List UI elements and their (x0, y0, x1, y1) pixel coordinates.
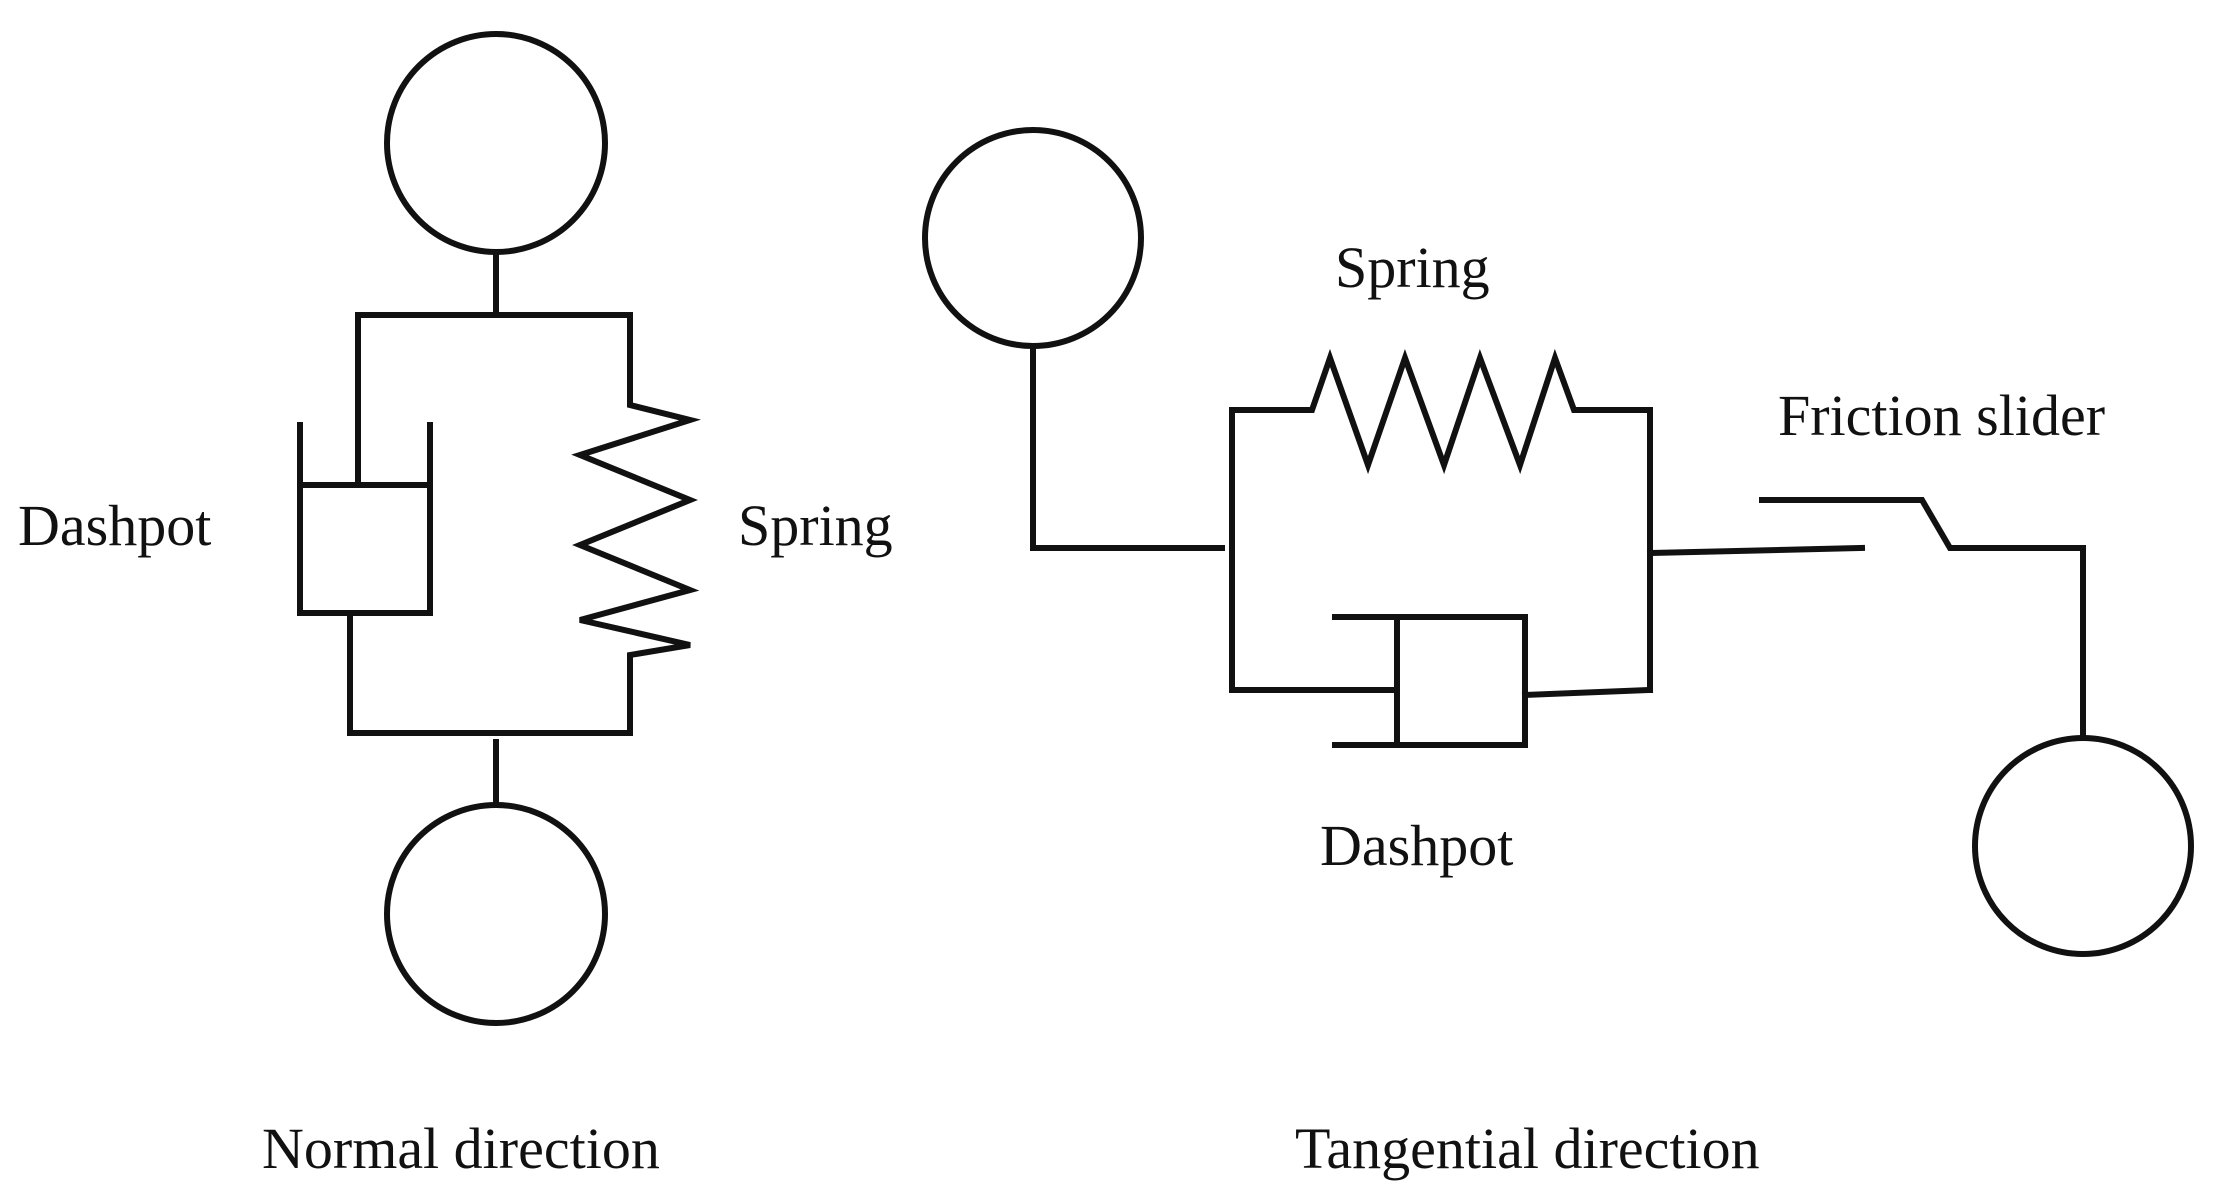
normal-spring (571, 312, 701, 736)
normal-direction-model: Dashpot Spring Normal direction (18, 31, 893, 1181)
tangential-dashpot-label: Dashpot (1320, 813, 1513, 878)
tangential-spring (1229, 348, 1653, 475)
tangential-direction-model: Spring Friction slider Dashpot Tangentia… (922, 127, 2194, 1181)
tangential-dashpot (1229, 614, 1654, 748)
normal-dashpot-label: Dashpot (18, 493, 211, 558)
right-particle (1972, 735, 2194, 957)
slider-input-line (1646, 544, 1866, 557)
tangential-spring-label: Spring (1335, 235, 1490, 300)
normal-dashpot (297, 312, 433, 736)
friction-slider (1759, 497, 2086, 741)
normal-direction-caption: Normal direction (262, 1116, 660, 1181)
left-connector (1030, 343, 1225, 551)
top-particle (384, 31, 608, 255)
friction-slider-label: Friction slider (1778, 383, 2105, 448)
tangential-direction-caption: Tangential direction (1295, 1116, 1760, 1181)
normal-spring-label: Spring (738, 493, 893, 558)
bottom-particle (384, 802, 608, 1026)
left-particle (922, 127, 1144, 349)
